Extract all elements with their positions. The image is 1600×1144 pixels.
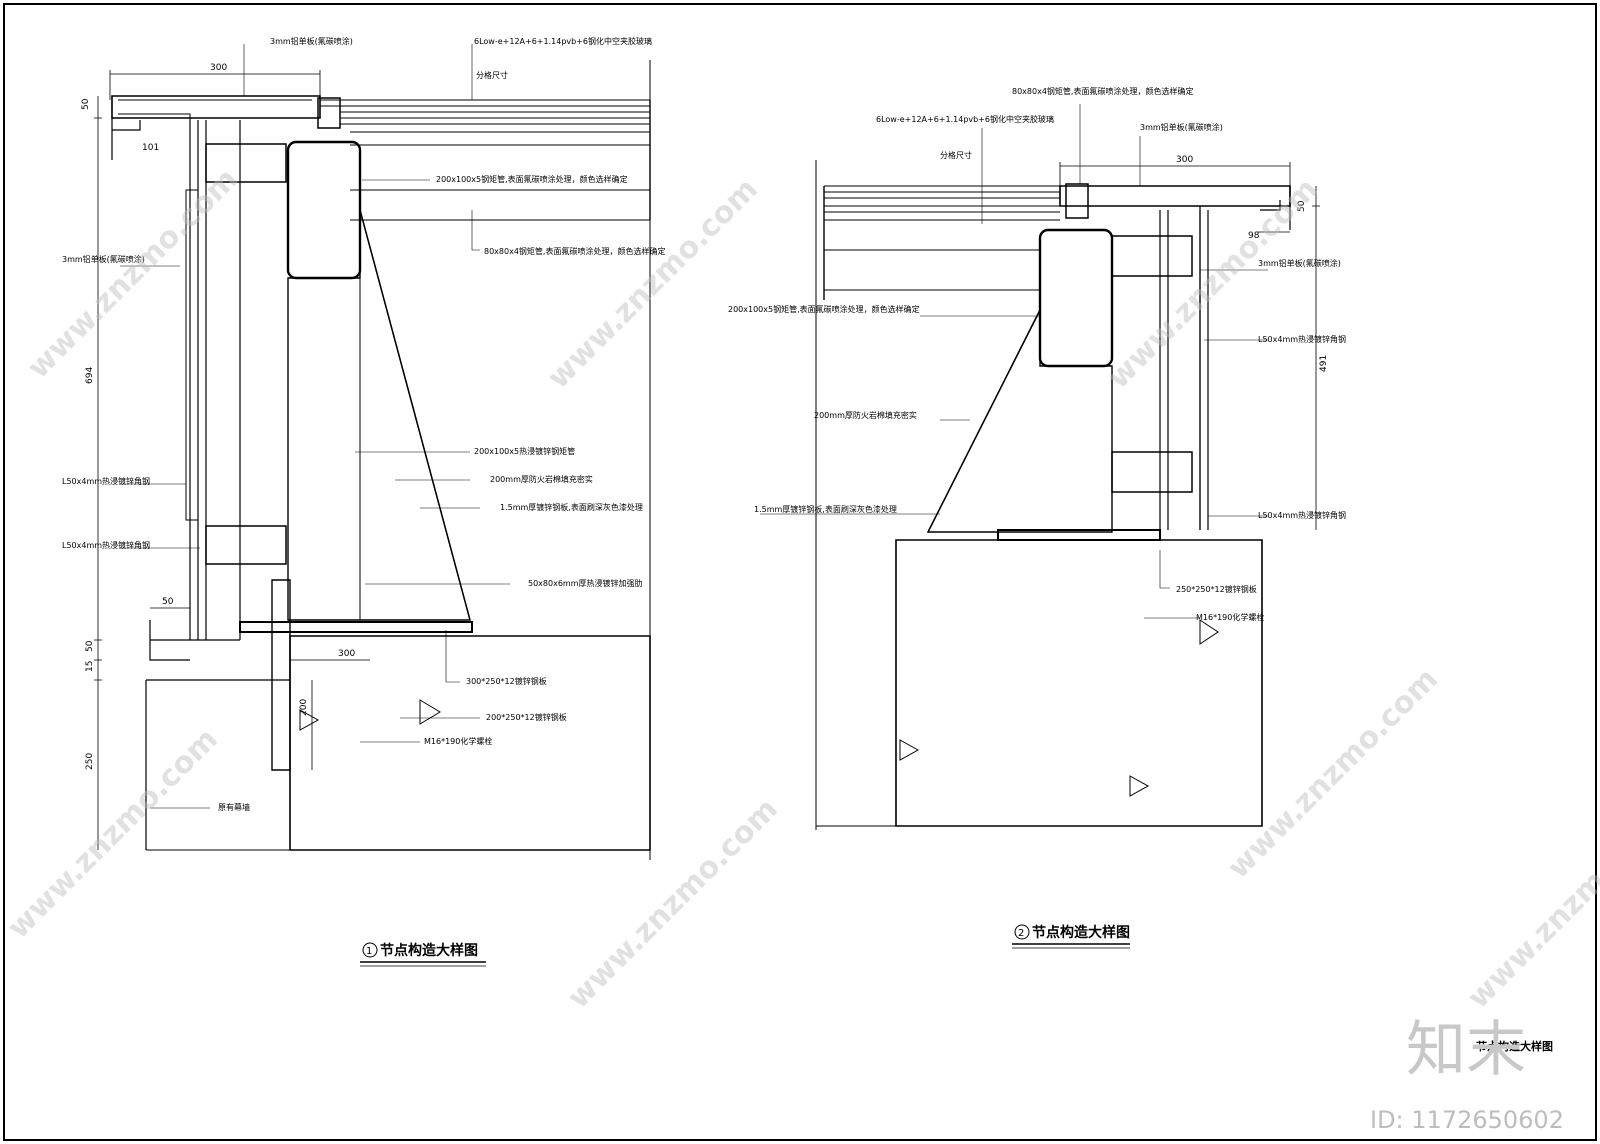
d2-label-angle-1: L50x4mm热浸镀锌角钢 (1258, 334, 1346, 344)
d1-bottom-edge (145, 620, 290, 850)
d1-label-aluminum-top: 3mm铝单板(氟碳喷涂) (270, 36, 353, 46)
d1-label-aluminum-side: 3mm铝单板(氟碳喷涂) (62, 254, 145, 264)
d2-steel-tube-200x100 (1038, 228, 1114, 368)
sheet-title: 节点构造大样图 (1476, 1039, 1553, 1053)
d1-steel-tube-200x100 (286, 140, 362, 280)
d1-label-steel-sheet: 1.5mm厚镀锌钢板,表面刷深灰色漆处理 (500, 502, 643, 512)
d1-glass-lines (320, 99, 650, 221)
d2-top-aluminum-cap (1059, 185, 1291, 207)
d1-label-tube-galv: 200x100x5热浸镀锌钢矩管 (474, 446, 575, 456)
d1-dimension-lines (94, 70, 370, 850)
detail-2 (760, 104, 1320, 830)
d2-dim-98: 98 (1248, 231, 1260, 241)
d2-title-number: 2 (1018, 928, 1024, 939)
d2-label-bolt: M16*190化学螺栓 (1196, 612, 1264, 622)
d1-label-tube-200x100: 200x100x5钢矩管,表面氟碳喷涂处理，颜色选样确定 (436, 174, 628, 184)
d2-title: 节点构造大样图 (1032, 924, 1130, 941)
d1-dim-200: 200 (299, 699, 309, 716)
d1-label-tube-80x80: 80x80x4钢矩管,表面氟碳喷涂处理，颜色选样确定 (484, 246, 665, 256)
d1-anchor-marks (299, 699, 441, 731)
d1-label-glass: 6Low-e+12A+6+1.14pvb+6钢化中空夹胶玻璃 (474, 36, 652, 46)
d2-glass-clamp (1065, 183, 1089, 219)
watermark-url-6: www.znzmo.com (1221, 662, 1445, 886)
watermark-id: ID: 1172650602 (1370, 1106, 1564, 1134)
d2-sloped-steel-sheet (927, 309, 1041, 533)
d2-label-rock-wool: 200mm厚防火岩棉填充密实 (814, 410, 917, 420)
d1-base-plate (239, 621, 473, 633)
d2-label-glass: 6Low-e+12A+6+1.14pvb+6钢化中空夹胶玻璃 (876, 114, 1054, 124)
d2-lower-bracket (1111, 451, 1193, 493)
watermark-url-5: www.znzmo.com (561, 792, 785, 1016)
d1-label-bolt: M16*190化学螺栓 (424, 736, 492, 746)
d1-dim-694: 694 (85, 367, 95, 384)
watermark-url-1: www.znzmo.com (21, 162, 245, 386)
d1-leader-lines (120, 44, 510, 809)
d1-lower-bracket (205, 525, 287, 565)
sheet-border (3, 3, 1597, 1141)
d1-label-existing-wall: 原有幕墙 (218, 802, 250, 812)
d2-upper-bracket (1111, 235, 1193, 277)
d1-sloped-steel-sheet (359, 209, 471, 621)
d1-dim-250: 250 (85, 753, 95, 770)
d1-label-plate-200: 200*250*12镀锌钢板 (486, 712, 567, 722)
d1-top-aluminum-cap (111, 95, 321, 119)
d1-dim-50-v: 50 (85, 640, 95, 652)
d1-title-number: 1 (366, 946, 372, 957)
watermark-url-4: www.znzmo.com (1, 722, 225, 946)
d2-label-plate-250: 250*250*12镀锌钢板 (1176, 584, 1257, 594)
d1-label-size: 分格尺寸 (476, 70, 508, 80)
d1-title-bubble (362, 942, 378, 958)
d1-dim-50-bot: 50 (162, 597, 174, 607)
d1-label-rib: 50x80x6mm厚热浸镀锌加强肋 (528, 578, 643, 588)
watermark-logo: 知末 (1406, 1015, 1526, 1085)
d1-upper-bracket (205, 143, 287, 183)
detail-1 (94, 44, 651, 860)
d1-rock-wool-fill (287, 209, 471, 621)
d2-anchor-marks (899, 619, 1219, 797)
d2-label-angle-2: L50x4mm热浸镀锌角钢 (1258, 510, 1346, 520)
d2-glass-lines (824, 185, 1060, 291)
d2-dim-491: 491 (1319, 355, 1329, 372)
d2-rock-wool-fill (926, 309, 1113, 533)
d1-label-angle-2: L50x4mm热浸镀锌角钢 (62, 540, 150, 550)
watermark-url-7: www.znzmo.com (1461, 792, 1600, 1016)
d1-dim-15: 15 (85, 661, 95, 672)
d2-label-tube-80x80: 80x80x4钢矩管,表面氟碳喷涂处理，颜色选样确定 (1012, 86, 1193, 96)
d2-title-bubble (1014, 924, 1030, 940)
watermark-url-2: www.znzmo.com (541, 172, 765, 396)
d2-dimension-lines (1059, 162, 1320, 530)
d2-label-size: 分格尺寸 (940, 150, 972, 160)
d2-label-steel-sheet: 1.5mm厚镀锌钢板,表面刷深灰色漆处理 (754, 504, 897, 514)
d1-title: 节点构造大样图 (380, 942, 478, 959)
d1-label-angle-1: L50x4mm热浸镀锌角钢 (62, 476, 150, 486)
d2-label-aluminum-top: 3mm铝单板(氟碳喷涂) (1140, 122, 1223, 132)
d1-dim-300-top: 300 (210, 63, 227, 73)
d1-label-rock-wool: 200mm厚防火岩棉填充密实 (490, 474, 593, 484)
d2-dim-300: 300 (1176, 155, 1193, 165)
d2-leader-lines (760, 104, 1268, 619)
d1-dim-300-bot: 300 (338, 649, 355, 659)
d2-label-aluminum-side: 3mm铝单板(氟碳喷涂) (1258, 258, 1341, 268)
d1-dim-101: 101 (142, 143, 159, 153)
d2-label-tube-200x100: 200x100x5钢矩管,表面氟碳喷涂处理，颜色选样确定 (728, 304, 920, 314)
d2-right-frame (1159, 210, 1209, 530)
d1-glass-clamp (317, 97, 341, 129)
d2-dim-50: 50 (1297, 200, 1307, 212)
d2-concrete-slab (895, 539, 1263, 827)
d1-dim-50-top: 50 (81, 98, 91, 110)
d1-label-plate-300: 300*250*12镀锌钢板 (466, 676, 547, 686)
